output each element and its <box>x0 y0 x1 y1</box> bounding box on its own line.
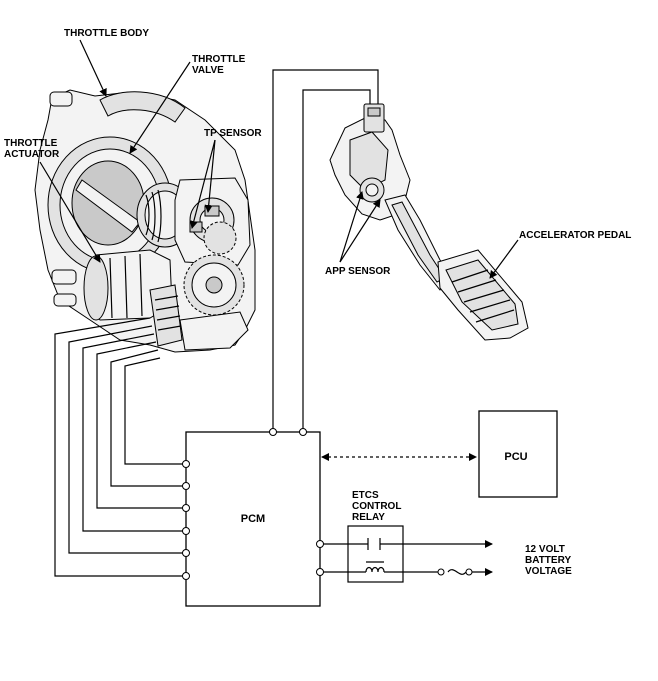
fuse-terminal-right <box>465 568 473 576</box>
throttle-body-label: THROTTLE BODY <box>64 28 149 39</box>
throttle-actuator-label-line2: ACTUATOR <box>4 149 60 160</box>
pcm-terminal <box>182 549 190 557</box>
tp-sensor-leader-1 <box>204 139 216 213</box>
wiring <box>54 69 493 577</box>
wire-throttle-4 <box>96 341 186 509</box>
etcs-relay-label-line3: RELAY <box>352 512 385 523</box>
tp-sensor-label: TP SENSOR <box>204 128 262 139</box>
pcu-label: PCU <box>504 451 527 463</box>
wire-app-1 <box>272 69 379 432</box>
pcm-terminal <box>182 572 190 580</box>
pcm-terminal <box>299 428 307 436</box>
pcm-terminal <box>182 482 190 490</box>
throttle-valve-label-line2: VALVE <box>192 65 224 76</box>
accelerator-pedal-illustration <box>329 103 529 341</box>
pcm-terminal <box>182 527 190 535</box>
pcm-box: PCM <box>182 428 324 607</box>
text-labels: THROTTLE BODY THROTTLE VALVE THROTTLE AC… <box>4 28 631 577</box>
pcm-terminal <box>182 504 190 512</box>
throttle-actuator-leader <box>39 161 101 263</box>
tp-sensor-leader-2 <box>189 139 216 229</box>
battery-label-line3: VOLTAGE <box>525 566 572 577</box>
pcm-terminal <box>316 568 324 576</box>
app-sensor-label: APP SENSOR <box>325 266 391 277</box>
etcs-relay-label-line1: ETCS <box>352 490 379 501</box>
etcs-relay-label-line2: CONTROL <box>352 501 401 512</box>
throttle-valve-label-line1: THROTTLE <box>192 54 246 65</box>
leader-lines <box>39 39 519 279</box>
battery-label-line1: 12 VOLT <box>525 544 565 555</box>
throttle-actuator-label-line1: THROTTLE <box>4 138 58 149</box>
throttle-valve-leader <box>129 61 191 154</box>
wire-throttle-2 <box>68 325 186 554</box>
wire-throttle-5 <box>110 349 186 487</box>
pcm-terminal <box>269 428 277 436</box>
fuse-terminal-left <box>437 568 445 576</box>
pcm-terminal <box>316 540 324 548</box>
wire-throttle-3 <box>82 333 186 532</box>
throttle-body-leader <box>79 39 107 97</box>
wire-app-2 <box>302 89 371 432</box>
wire-throttle-6 <box>124 357 186 465</box>
etcs-control-relay <box>347 525 404 583</box>
app-sensor-leader-1 <box>339 191 364 263</box>
battery-label-line2: BATTERY <box>525 555 571 566</box>
pcu-box: PCU <box>478 410 558 498</box>
throttle-body-illustration <box>34 89 256 353</box>
fuse-symbol <box>447 569 467 575</box>
accelerator-pedal-label: ACCELERATOR PEDAL <box>519 230 631 241</box>
pcm-label: PCM <box>241 513 265 525</box>
accelerator-pedal-leader <box>489 239 519 279</box>
app-sensor-leader-2 <box>339 199 381 263</box>
pcm-terminal <box>182 460 190 468</box>
wire-throttle-1 <box>54 317 186 577</box>
